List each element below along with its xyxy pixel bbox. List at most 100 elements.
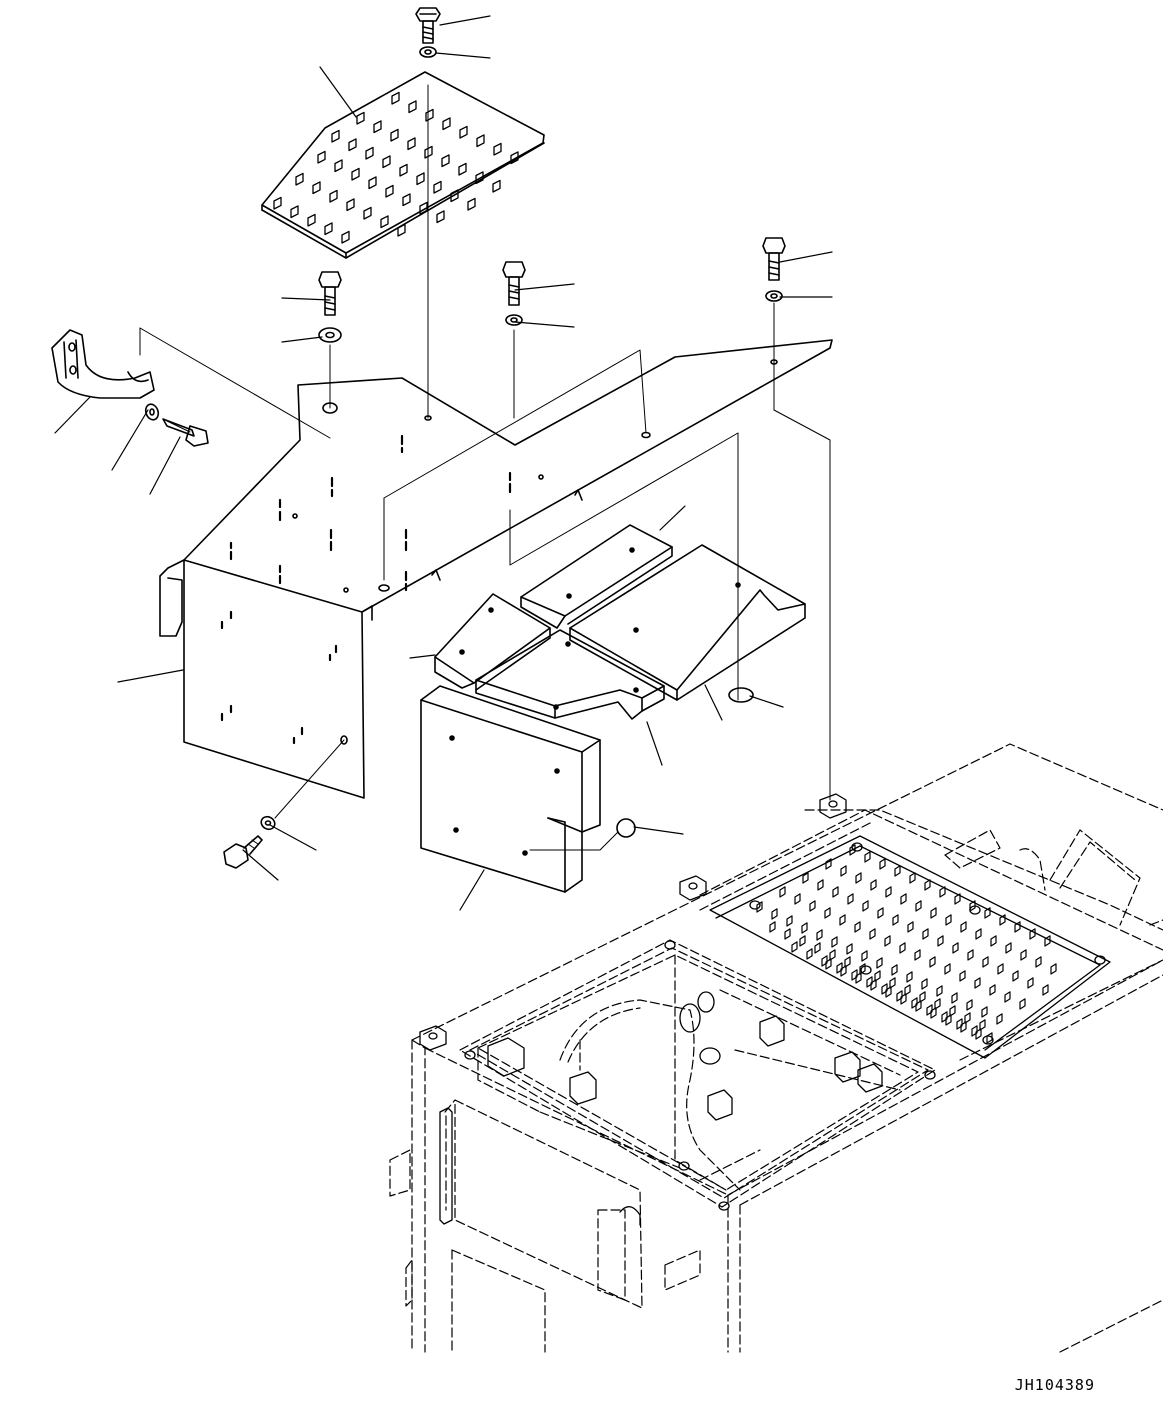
tread-slot [907,972,912,982]
tread-slot [878,908,883,918]
tread-slot [494,143,501,155]
tread-slot [442,155,449,167]
tread-slot [392,92,399,104]
leader-lines [55,16,832,910]
tread-slot [332,130,339,142]
bolt-center-icon [503,262,525,305]
tread-slot [757,902,762,912]
tread-slot [770,922,775,932]
tread-slot [960,971,965,981]
washer-left-icon [319,328,341,342]
tread-slot [945,964,950,974]
tread-slot [895,866,900,876]
bolt-right-icon [763,238,785,280]
tread-slot [1021,950,1026,960]
tread-slot [847,944,852,954]
tread-slot [1051,964,1056,974]
tread-slot [991,936,996,946]
drawing-reference-code: JH104389 [1014,1376,1095,1394]
tread-slot [935,999,940,1009]
tread-slot [400,164,407,176]
assembly-lines [140,85,830,850]
tread-slot [955,894,960,904]
tread-slot [772,909,777,919]
insulation-pad-front [421,686,600,892]
checker-plate [262,72,544,258]
tread-slot [1000,915,1005,925]
tread-slot [330,190,337,202]
tread-slot [386,185,393,197]
tread-slot [830,950,835,960]
frame-details [420,794,935,1225]
tread-slot [459,163,466,175]
tread-slot [910,873,915,883]
tread-slot [980,1020,985,1030]
tread-slot [930,957,935,967]
tread-slot [937,986,942,996]
tread-slot [908,922,913,932]
tread-slot [802,923,807,933]
top-plate-washer-icon [420,47,436,57]
tread-slot [952,993,957,1003]
tread-slot [468,198,475,210]
tread-slot [426,109,433,121]
checker-plate-treads [274,92,518,243]
tread-slot [296,173,303,185]
tread-slot [931,908,936,918]
tread-slot [398,224,405,236]
tread-slot [364,207,371,219]
tread-slot [890,978,895,988]
tread-slot [800,936,805,946]
tread-slot [1006,943,1011,953]
tread-slot [366,147,373,159]
tread-slot [425,146,432,158]
tread-slot [912,998,917,1008]
tread-slot [318,151,325,163]
tread-slot [357,112,364,124]
tread-slot [867,977,872,987]
tread-slot [886,887,891,897]
tread-slot [982,1007,987,1017]
tread-slot [957,1019,962,1029]
tread-slot [347,199,354,211]
tread-slot [1028,978,1033,988]
tread-slot [877,958,882,968]
tread-slot [840,915,845,925]
tread-slot [916,901,921,911]
bolt-left-icon [319,272,341,315]
tread-slot [875,971,880,981]
tread-slot [832,937,837,947]
top-plate-bolt-icon [416,8,440,43]
tread-slot [325,223,332,235]
tread-slot [313,182,320,194]
tread-slot [975,978,980,988]
frame-hatch-slots [757,845,1056,1043]
tread-slot [511,152,518,164]
tread-slot [920,992,925,1002]
tread-slot [1036,957,1041,967]
tread-slot [856,973,861,983]
tread-slot [871,980,876,990]
insulation-pad-right [570,545,805,700]
washer-right-icon [766,291,782,301]
tread-slot [961,1022,966,1032]
tread-slot [391,129,398,141]
tread-slot [922,979,927,989]
tread-slot [931,1008,936,1018]
tread-slot [882,984,887,994]
tread-slot [352,168,359,180]
tread-slot [893,915,898,925]
insulation-pad-left [435,594,550,690]
tread-slot [987,1033,992,1043]
tread-slot [997,1014,1002,1024]
tread-slot [845,957,850,967]
tread-slot [983,957,988,967]
tread-slot [865,852,870,862]
tread-slot [972,1026,977,1036]
tread-slot [817,930,822,940]
tread-slot [886,987,891,997]
tread-slot [923,929,928,939]
tread-slot [477,135,484,147]
tread-slot [1005,992,1010,1002]
tread-slot [818,880,823,890]
